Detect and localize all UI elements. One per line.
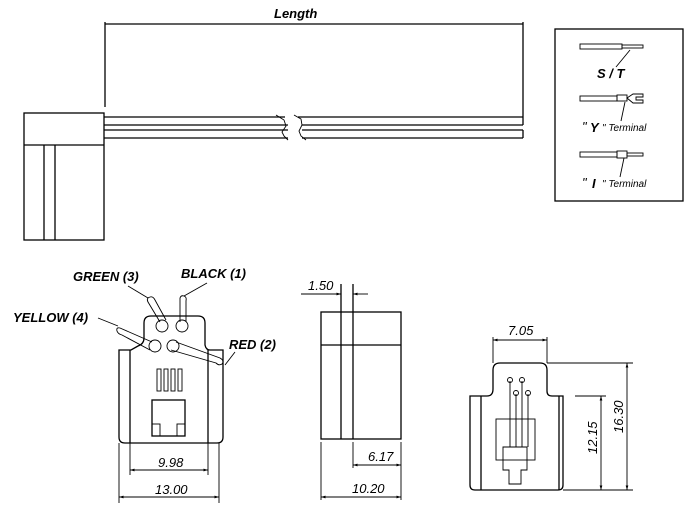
i-pin-icon [626,152,644,157]
dim-slot-value: 1.50 [308,278,334,293]
pin-head [525,390,531,396]
dim-width-value: 10.20 [352,481,385,496]
dim-total-height-value: 16.30 [611,400,626,433]
wire-green [146,296,167,323]
wire-hole-green [155,319,169,333]
i-quote-open: " [582,175,588,190]
dim-inner-width-value: 9.98 [158,455,184,470]
dim-body-height-value: 12.15 [585,421,600,454]
pin-head [507,377,513,383]
dim-top-width-value: 7.05 [508,323,534,338]
wire-black [179,295,187,322]
contact-slot [163,368,169,392]
length-label: Length [274,6,317,21]
front-body-outline [118,315,224,444]
leader-line [615,49,631,68]
rear-body-outline [469,362,564,491]
jack-plug-shape [502,446,528,485]
wire-hole-red [166,339,180,353]
legend-box [554,28,684,202]
leader-line [619,157,625,178]
wire-yellow [116,327,153,351]
wire-label-red: RED (2) [229,337,276,352]
leader-line [620,101,626,122]
crimp-icon [616,94,628,102]
wire-icon [579,95,618,102]
side-view: 1.50 6.17 10.20 [301,278,402,500]
wire-red [170,341,224,366]
leader-yellow [97,317,119,327]
wire-hole-black [175,319,189,333]
y-terminal-suffix: " Terminal [602,123,647,134]
st-label: S / T [597,66,626,81]
stripped-end-icon [621,44,644,49]
latch-window [151,399,186,437]
y-label: Y [590,120,600,135]
latch-notch [176,423,186,437]
legend-item-i-terminal: " I " Terminal [579,150,647,191]
wire-label-black: BLACK (1) [181,266,246,281]
latch-notch [151,423,161,437]
leader-black [183,282,208,297]
crimp-icon [616,150,628,159]
terminal-legend: S / T " Y " Terminal " I " Terminal [554,28,684,202]
contact-slot [170,368,176,392]
rear-view: 7.05 12.15 16.30 [469,323,633,491]
break-mark-right [293,114,307,141]
wire-icon [579,151,618,158]
leader-green [127,285,149,299]
plug-body-top [23,112,105,241]
i-terminal-suffix: " Terminal [602,179,647,190]
wire-label-yellow: YELLOW (4) [13,310,88,325]
contact-slot [177,368,183,392]
y-fork-icon [626,93,644,104]
jack-frame [495,418,536,461]
contact-slot [156,368,162,392]
front-view: GREEN (3) BLACK (1) YELLOW (4) RED (2) [13,266,276,503]
pin-head [519,377,525,383]
wire-icon [579,43,623,50]
legend-item-y-terminal: " Y " Terminal [579,93,647,135]
pin-head [513,390,519,396]
dim-outer-width-value: 13.00 [155,482,188,497]
y-quote-open: " [582,119,588,134]
wire-hole-yellow [148,339,162,353]
leader-red [224,351,236,366]
break-mark-left [275,114,289,141]
dim-partial-value: 6.17 [368,449,394,464]
i-label: I [592,176,596,191]
side-body [320,311,402,440]
wire-label-green: GREEN (3) [73,269,139,284]
top-view: Length [23,6,524,241]
legend-item-st: S / T [579,43,644,81]
